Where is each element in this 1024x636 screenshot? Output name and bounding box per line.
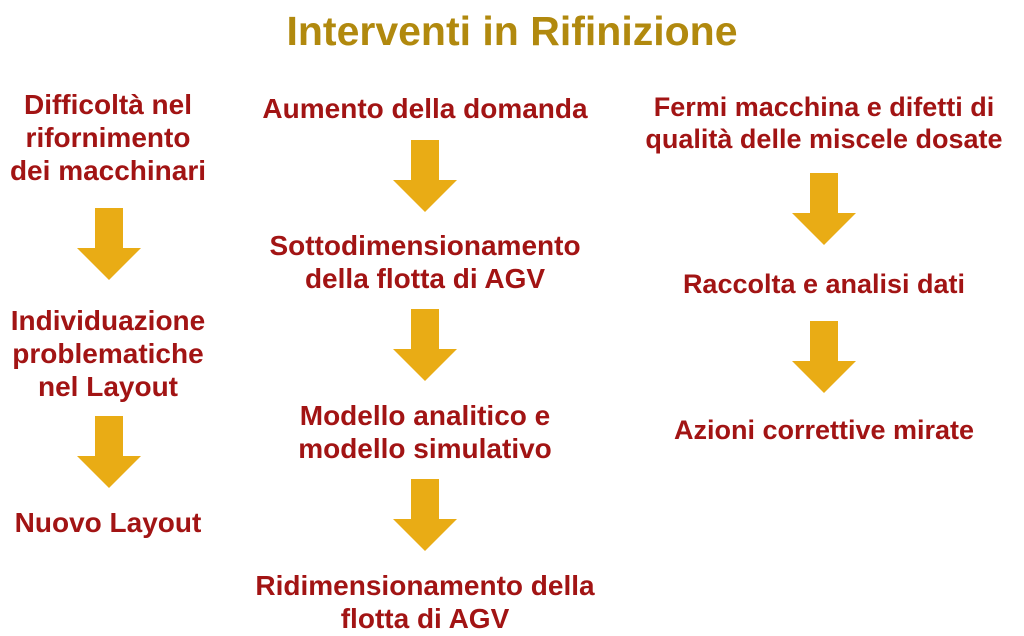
flow-step: Ridimensionamento della flotta di AGV (255, 570, 595, 635)
flow-step: Raccolta e analisi dati (682, 269, 966, 299)
flow-step: Individuazione problematiche nel Layout (10, 305, 206, 403)
down-arrow-icon (393, 140, 457, 212)
flow-step: Sottodimensionamento della flotta di AGV (269, 230, 581, 295)
down-arrow-icon (792, 173, 856, 245)
down-arrow-icon (77, 416, 141, 488)
down-arrow-icon (77, 208, 141, 280)
flow-step: Azioni correttive mirate (673, 415, 975, 445)
flow-step: Modello analitico e modello simulativo (298, 400, 552, 465)
flow-step: Nuovo Layout (14, 507, 202, 538)
down-arrow-icon (792, 321, 856, 393)
flow-step: Difficoltà nel rifornimento dei macchina… (9, 89, 207, 187)
flow-step: Fermi macchina e difetti di qualità dell… (645, 92, 1003, 154)
page-title: Interventi in Rifinizione (286, 8, 738, 54)
down-arrow-icon (393, 309, 457, 381)
flow-step: Aumento della domanda (262, 93, 588, 124)
down-arrow-icon (393, 479, 457, 551)
